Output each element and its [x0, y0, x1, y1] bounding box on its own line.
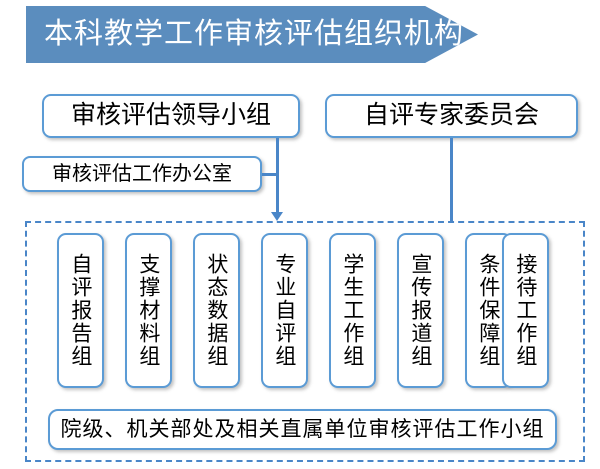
node-leadership-group-label: 审核评估领导小组: [70, 101, 271, 129]
node-working-group-3-label: 状态数据组: [204, 253, 229, 368]
node-working-group-2-label: 支撑材料组: [136, 253, 161, 368]
node-work-office[interactable]: 审核评估工作办公室: [22, 156, 262, 192]
connector-office-to-trunk: [262, 173, 279, 176]
arrowhead-leadership-to-groups-icon: [271, 212, 283, 221]
node-expert-committee-label: 自评专家委员会: [363, 101, 539, 129]
node-working-group-7-label: 条件保障组: [476, 253, 501, 368]
node-working-group-5-label: 学生工作组: [340, 253, 365, 368]
node-working-group-2[interactable]: 支撑材料组: [125, 233, 172, 388]
connector-leadership-to-groups: [276, 138, 279, 214]
title-banner: 本科教学工作审核评估组织机构: [26, 6, 478, 63]
node-working-group-4-label: 专业自评组: [272, 253, 297, 368]
node-expert-committee[interactable]: 自评专家委员会: [325, 94, 578, 138]
node-working-group-4[interactable]: 专业自评组: [261, 233, 308, 388]
node-working-group-1-label: 自评报告组: [68, 253, 93, 368]
node-bottom-group-label: 院级、机关部处及相关直属单位审核评估工作小组: [60, 417, 545, 442]
node-work-office-label: 审核评估工作办公室: [52, 162, 232, 185]
node-working-group-5[interactable]: 学生工作组: [329, 233, 376, 388]
node-working-group-8[interactable]: 接待工作组: [502, 233, 549, 388]
working-groups-container: [25, 221, 585, 462]
title-banner-label: 本科教学工作审核评估组织机构: [44, 18, 465, 50]
node-working-group-3[interactable]: 状态数据组: [193, 233, 240, 388]
node-working-group-8-label: 接待工作组: [513, 253, 538, 368]
node-working-group-1[interactable]: 自评报告组: [57, 233, 104, 388]
node-working-group-6-label: 宣传报道组: [408, 253, 433, 368]
node-leadership-group[interactable]: 审核评估领导小组: [42, 94, 300, 138]
node-bottom-group[interactable]: 院级、机关部处及相关直属单位审核评估工作小组: [48, 409, 557, 450]
connector-expert-to-groups: [450, 138, 453, 222]
node-working-group-6[interactable]: 宣传报道组: [397, 233, 444, 388]
